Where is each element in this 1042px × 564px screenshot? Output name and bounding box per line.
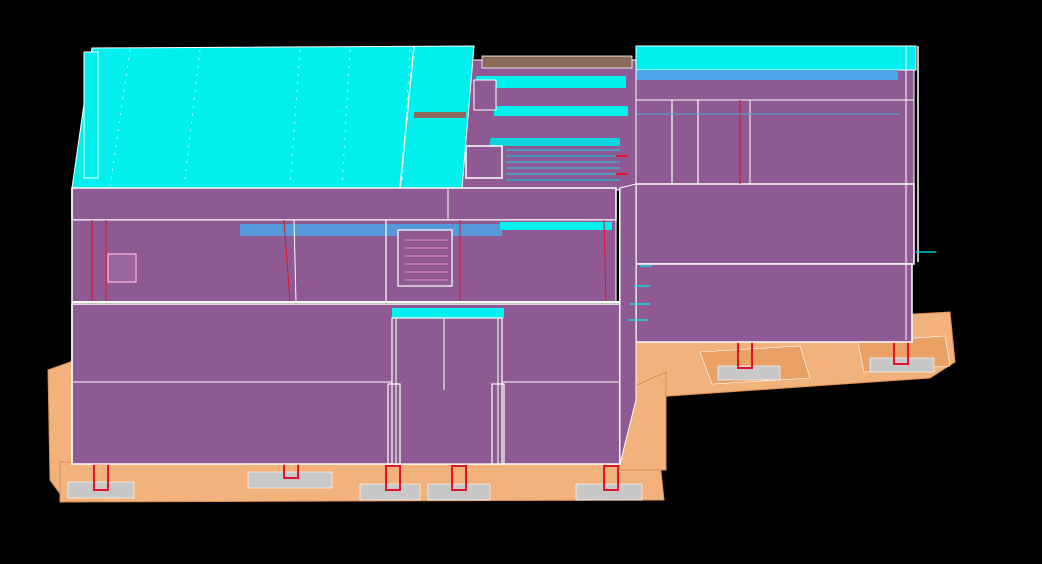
roof-slab-strip <box>414 112 466 118</box>
door-frame-left <box>387 383 401 465</box>
entry-opening <box>391 317 503 465</box>
stair-hatch-connector <box>506 149 620 181</box>
column-stub-front-5 <box>603 465 619 491</box>
stair-hatch-upper <box>404 239 448 281</box>
main-beam-blue-overlay <box>240 224 502 236</box>
connector-cyan-band-1 <box>476 76 626 88</box>
upper-col-3 <box>283 219 291 303</box>
footing-grey-right-1 <box>717 365 781 381</box>
upper-col-7 <box>603 219 607 303</box>
main-right-side <box>619 183 637 465</box>
right-wing-mid-wall <box>635 183 915 265</box>
connector-cyan-band-3 <box>490 138 620 146</box>
connector-cyan-band-2 <box>494 106 628 116</box>
roof-ridge-line <box>399 45 415 189</box>
connector-window-1 <box>473 79 497 111</box>
footing-grey-front-5 <box>575 483 643 501</box>
right-wing-upper-wall <box>635 99 915 185</box>
right-wing <box>635 45 919 343</box>
entry-cyan-lintel <box>392 308 504 318</box>
main-lower-wall <box>71 303 621 465</box>
main-block <box>71 45 637 465</box>
dimension-ticks <box>628 251 936 321</box>
upper-col-4 <box>293 219 297 303</box>
main-fascia <box>71 187 617 221</box>
footing-grey-front-4 <box>427 483 491 501</box>
connector-block <box>459 55 637 191</box>
roof-joists <box>109 49 411 187</box>
right-wing-roof-beam <box>636 70 898 80</box>
window-frame-upper <box>107 253 137 283</box>
connector-window-2 <box>465 145 503 179</box>
column-stub-front-4 <box>451 465 467 491</box>
roof-left-trim <box>83 51 99 179</box>
main-roof <box>71 45 475 189</box>
right-wing-lower-wall <box>635 263 913 343</box>
connector-slab-1 <box>481 55 633 69</box>
right-wing-roof <box>635 45 917 71</box>
stair-opening-upper <box>397 229 453 287</box>
footing-grey-front-2 <box>247 471 333 489</box>
column-stub-front-3 <box>385 465 401 491</box>
main-cyan-ledge <box>500 222 612 230</box>
footing-grey-front-3 <box>359 483 421 501</box>
door-frame-right <box>491 383 505 465</box>
